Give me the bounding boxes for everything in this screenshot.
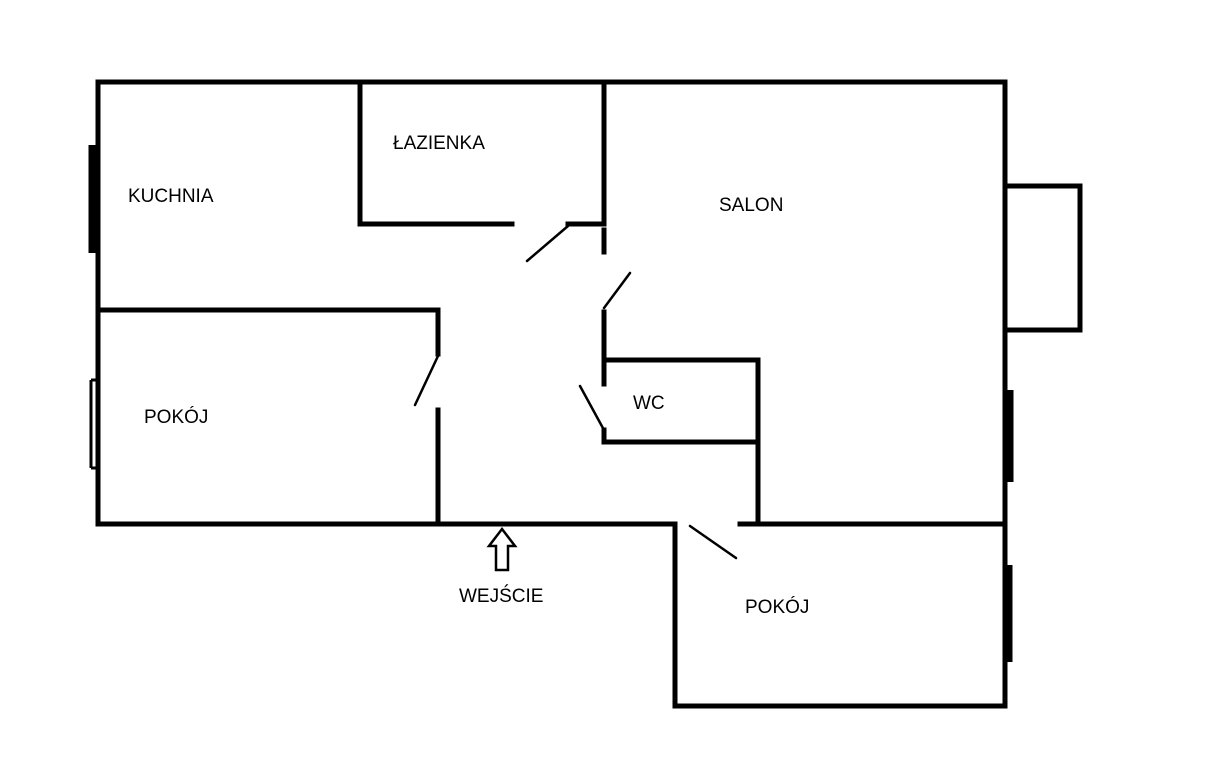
- label-entrance: WEJŚCIE: [459, 585, 543, 607]
- label-living-room: SALON: [719, 195, 783, 216]
- wc-wall-bottom: [601, 427, 761, 445]
- label-room-left: POKÓJ: [144, 406, 208, 428]
- bathroom-wall-left: [357, 79, 515, 227]
- door-room-left: [413, 354, 440, 407]
- label-wc: WC: [633, 393, 665, 414]
- windows: [88, 145, 1014, 662]
- doors: [413, 224, 738, 560]
- interior-walls: [95, 79, 761, 527]
- outer-walls: [95, 79, 1008, 709]
- room-left-wall-top: [95, 307, 441, 357]
- door-salon: [602, 271, 632, 310]
- door-room-bottom: [688, 524, 738, 560]
- balcony: [1002, 183, 1083, 333]
- label-bathroom: ŁAZIENKA: [393, 133, 485, 154]
- up-arrow-icon: [486, 526, 518, 572]
- door-wc: [578, 384, 606, 432]
- label-room-bottom: POKÓJ: [745, 596, 809, 618]
- wc-wall-top: [601, 357, 761, 527]
- door-bathroom: [525, 224, 570, 263]
- label-kitchen: KUCHNIA: [128, 186, 214, 207]
